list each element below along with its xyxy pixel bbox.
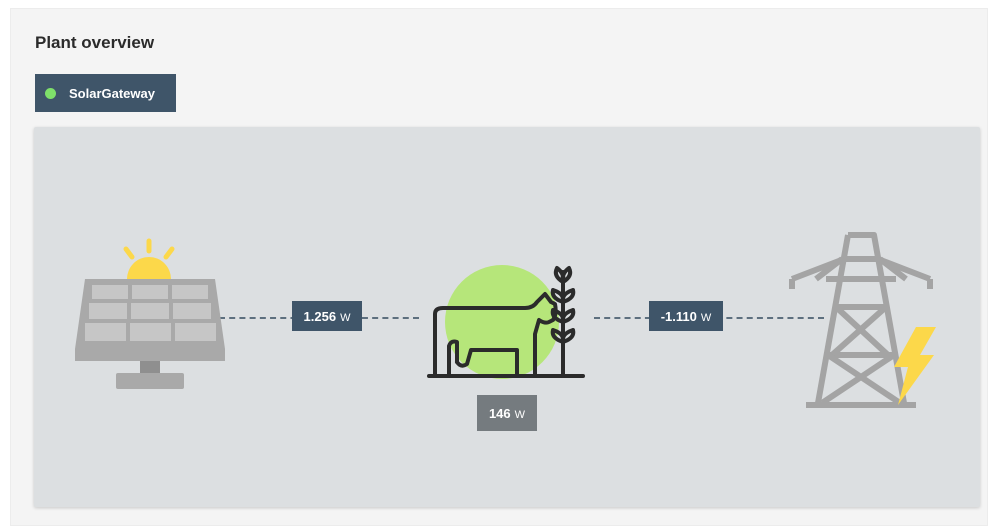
farm-cow-icon [427,265,585,379]
solar-panel-icon [75,238,225,389]
solar-power-value: 1.256 W [292,301,362,331]
consumption-value: 146 W [477,395,537,431]
page-title: Plant overview [35,33,155,52]
grid-power-value: -1.110 W [649,301,723,331]
solar-power-number: 1.256 [303,308,337,324]
consumption-number: 146 [488,405,511,421]
gateway-label: SolarGateway [69,85,155,101]
plant-overview-card: Plant overview SolarGateway [10,8,988,526]
grid-power-unit: W [700,312,712,324]
status-indicator-icon [45,87,56,99]
gateway-status-badge[interactable]: SolarGateway [35,74,176,112]
power-pylon-icon [789,232,936,408]
energy-flow-diagram: 1.256 W [34,127,980,507]
grid-power-number: -1.110 [660,308,697,324]
solar-power-unit: W [340,312,351,324]
consumption-unit: W [514,409,526,421]
